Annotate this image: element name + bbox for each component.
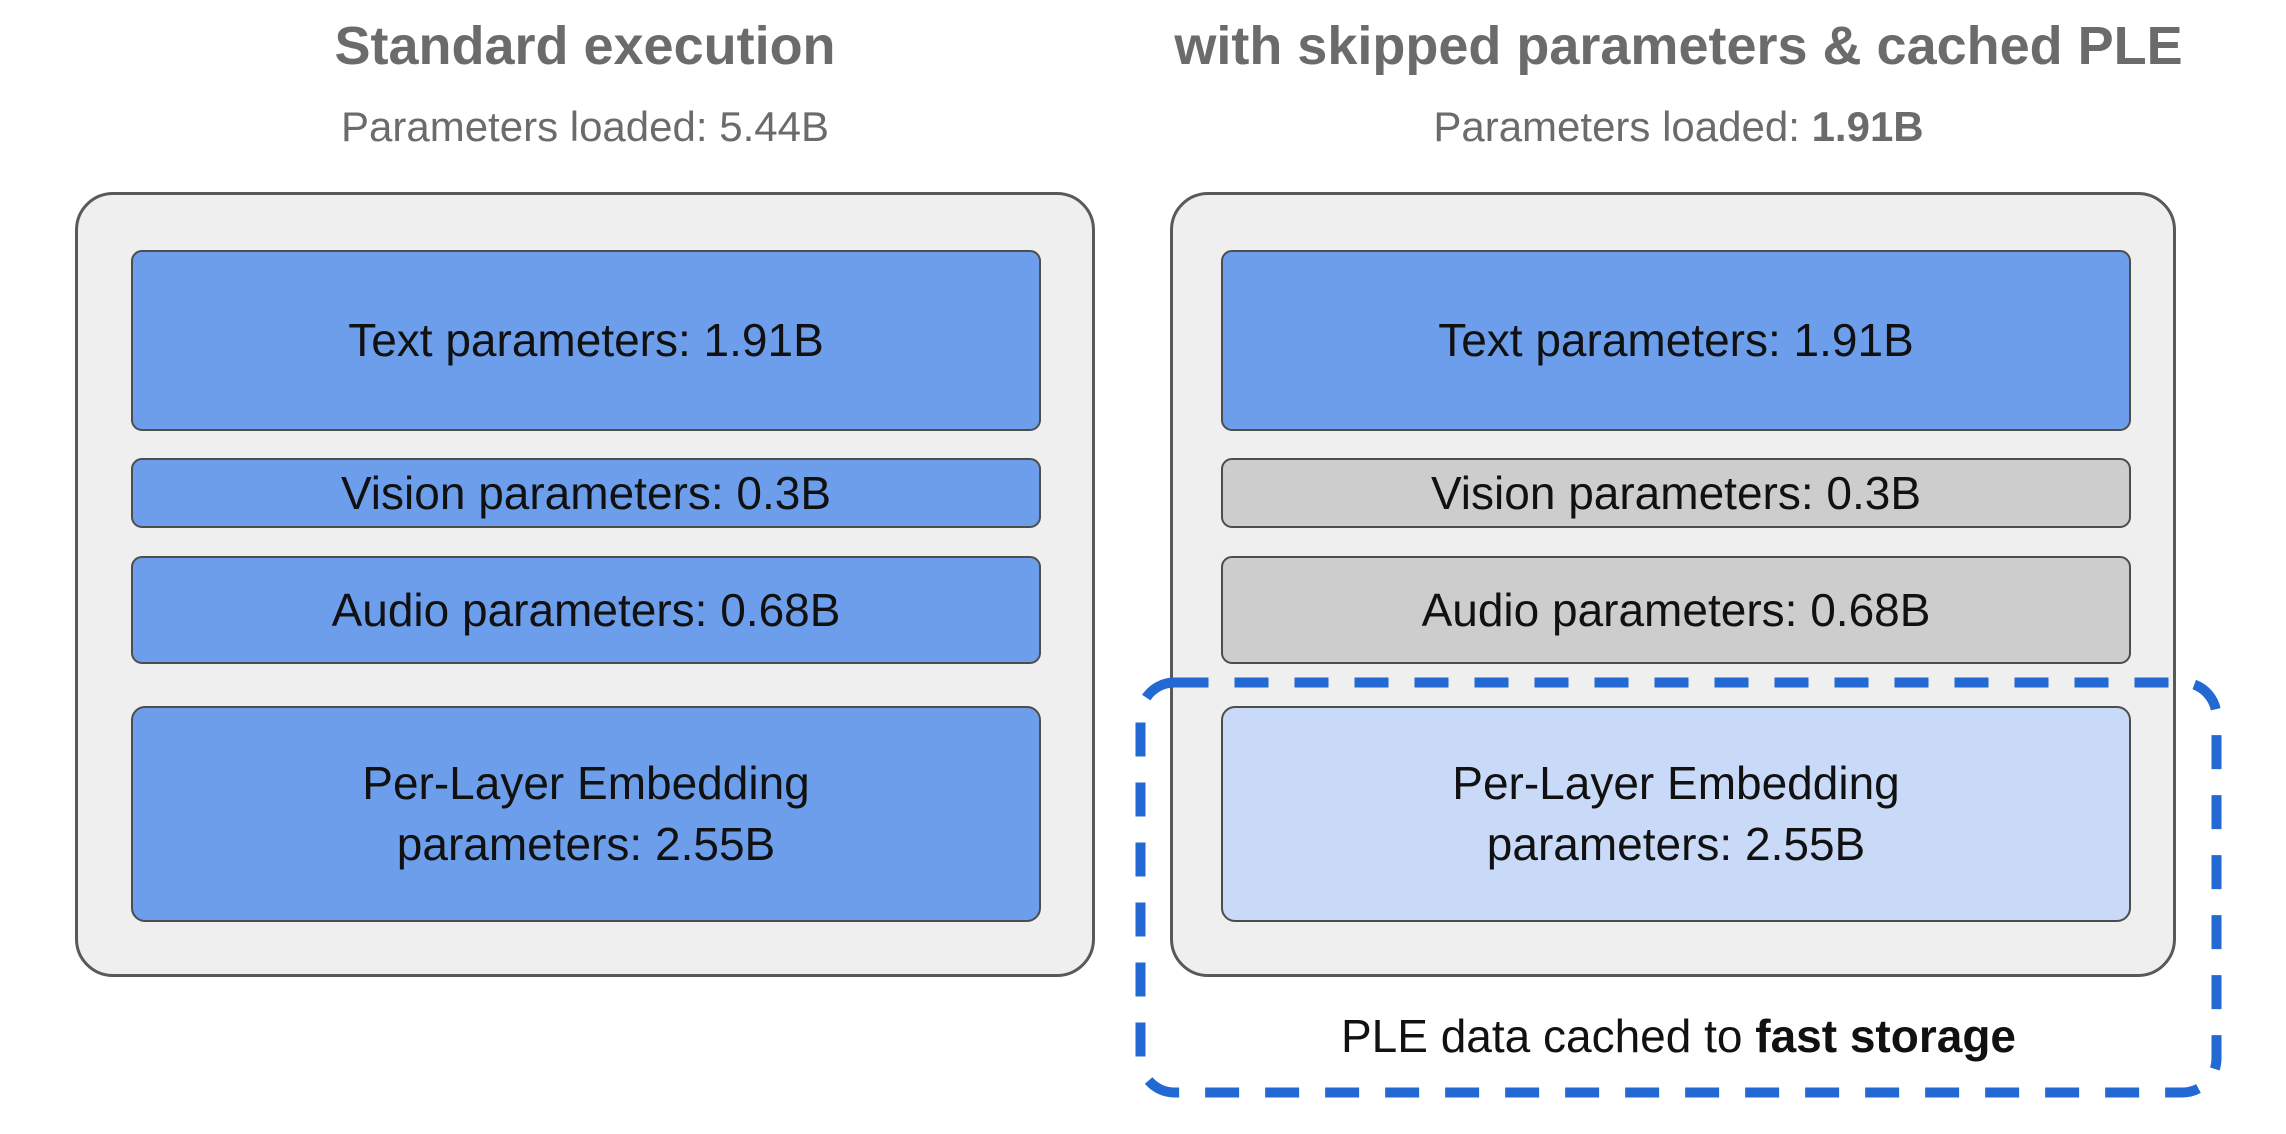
skipped-audio-params-box: Audio parameters: 0.68B <box>1221 556 2131 664</box>
skipped-text-params-box: Text parameters: 1.91B <box>1221 250 2131 431</box>
skipped-model-container: Text parameters: 1.91B Vision parameters… <box>1170 192 2176 977</box>
skipped-vision-params-box: Vision parameters: 0.3B <box>1221 458 2131 528</box>
standard-execution-title: Standard execution <box>334 16 836 76</box>
audio-params-label: Audio parameters: 0.68B <box>1421 583 1931 636</box>
cached-ple-params-box: Per-Layer Embedding parameters: 2.55B <box>1221 706 2131 922</box>
audio-params-label: Audio parameters: 0.68B <box>331 583 841 636</box>
standard-text-params-box: Text parameters: 1.91B <box>131 250 1041 431</box>
skipped-cached-title: with skipped parameters & cached PLE <box>1174 16 2183 76</box>
ple-params-label: Per-Layer Embedding parameters: 2.55B <box>1452 753 1899 874</box>
ple-label-line2: parameters: 2.55B <box>1486 818 1866 870</box>
ple-cache-caption: PLE data cached to fast storage <box>1135 1008 2222 1064</box>
params-loaded-label: Parameters loaded: <box>1433 103 1812 150</box>
skipped-params-loaded: Parameters loaded: 1.91B <box>1135 102 2222 152</box>
standard-ple-params-box: Per-Layer Embedding parameters: 2.55B <box>131 706 1041 922</box>
params-loaded-value: 5.44B <box>719 103 829 150</box>
ple-label-line1: Per-Layer Embedding <box>1452 757 1900 810</box>
ple-params-label: Per-Layer Embedding parameters: 2.55B <box>362 753 809 874</box>
standard-vision-params-box: Vision parameters: 0.3B <box>131 458 1041 528</box>
params-loaded-value: 1.91B <box>1811 103 1924 150</box>
vision-params-label: Vision parameters: 0.3B <box>340 466 832 519</box>
params-loaded-label: Parameters loaded: <box>341 103 720 150</box>
ple-label-line2: parameters: 2.55B <box>396 818 776 870</box>
cache-caption-bold: fast storage <box>1755 1010 2017 1062</box>
text-params-label: Text parameters: 1.91B <box>1438 314 1914 367</box>
standard-params-loaded: Parameters loaded: 5.44B <box>75 102 1095 152</box>
cache-caption-prefix: PLE data cached to <box>1340 1010 1756 1062</box>
vision-params-label: Vision parameters: 0.3B <box>1430 466 1922 519</box>
standard-model-container: Text parameters: 1.91B Vision parameters… <box>75 192 1095 977</box>
ple-label-line1: Per-Layer Embedding <box>362 757 810 810</box>
standard-audio-params-box: Audio parameters: 0.68B <box>131 556 1041 664</box>
text-params-label: Text parameters: 1.91B <box>348 314 824 367</box>
